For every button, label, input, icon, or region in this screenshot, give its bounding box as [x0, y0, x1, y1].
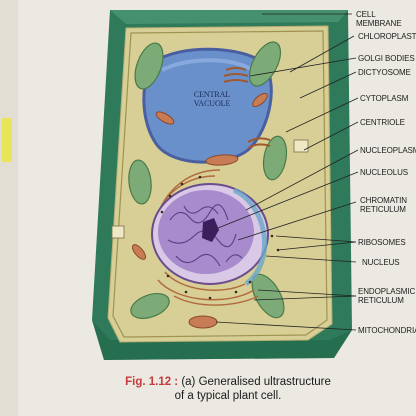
cell-membrane [112, 30, 328, 338]
golgi-body [223, 67, 271, 149]
plasmodesma [111, 225, 125, 239]
label-chloroplast: CHLOROPLAST [358, 32, 416, 41]
label-dictyosome: DICTYOSOME [358, 68, 411, 77]
label-cytoplasm: CYTOPLASM [360, 94, 409, 103]
central-vacuole [142, 47, 273, 164]
nucleolus [202, 218, 219, 242]
caption-line-1: (a) Generalised ultrastructure [178, 376, 331, 388]
label-golgi-bodies: GOLGI BODIES [358, 54, 415, 63]
label-central-vacuole: CENTRAL VACUOLE [193, 90, 231, 108]
label-nucleus: NUCLEUS [362, 258, 400, 267]
label-mitochondria: MITOCHONDRIA [358, 326, 416, 335]
plasmodesma [293, 139, 309, 153]
nuclear-membrane-blue [232, 187, 268, 287]
label-endoplasmic-reticulum: ENDOPLASMIC RETICULUM [358, 287, 416, 305]
label-ribosomes: RIBOSOMES [358, 238, 406, 247]
mitochondrion [131, 92, 268, 329]
label-cell-membrane: CELL MEMBRANE [356, 10, 402, 28]
label-centriole: CENTRIOLE [360, 118, 405, 127]
page-margin [0, 0, 18, 416]
highlighter-mark [2, 118, 12, 162]
ribosomes [160, 175, 280, 300]
label-nucleoplasm: NUCLEOPLASM [360, 146, 416, 155]
caption-line-2: of a typical plant cell. [174, 390, 282, 402]
figure-caption: Fig. 1.12 : (a) Generalised ultrastructu… [118, 375, 338, 403]
figure-number: Fig. 1.12 : [125, 376, 179, 388]
label-nucleolus: NUCLEOLUS [360, 168, 409, 177]
label-chromatin-reticulum: CHROMATIN RETICULUM [360, 196, 407, 214]
leader-lines [215, 13, 359, 331]
